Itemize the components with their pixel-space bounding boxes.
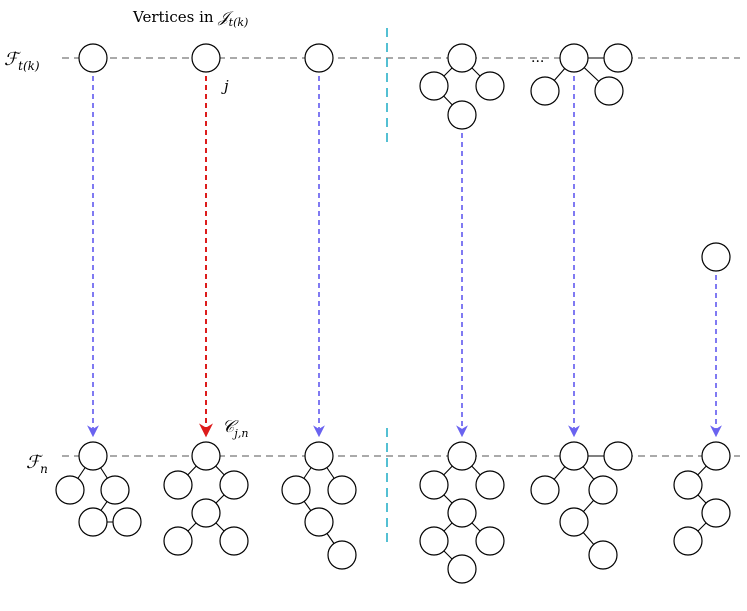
top-tree4-node	[475, 71, 505, 101]
bottom-tree1-node	[100, 475, 130, 505]
top-vertex-3	[304, 43, 334, 73]
bottom-tree2-node	[163, 526, 193, 556]
bottom-tree2-node	[163, 470, 193, 500]
bottom-tree5-node	[530, 475, 560, 505]
component-label: 𝒞j,n	[222, 417, 248, 440]
bottom-tree6-node	[673, 526, 703, 556]
row-label-top: ℱt(k)	[4, 49, 40, 73]
top-tree4-node	[447, 100, 477, 130]
bottom-forest	[55, 441, 731, 584]
bottom-tree4-node	[419, 526, 449, 556]
bottom-tree2-node	[191, 498, 221, 528]
top-tree5-root	[559, 43, 589, 73]
bottom-tree2-root	[191, 441, 221, 471]
top-forest	[78, 43, 731, 272]
bottom-tree1-node	[55, 475, 85, 505]
top-tree4-root	[447, 43, 477, 73]
top-tree5-node	[530, 76, 560, 106]
bottom-tree4-node	[475, 526, 505, 556]
bottom-tree4-node	[419, 470, 449, 500]
top-vertex-1	[78, 43, 108, 73]
bottom-tree4-node	[447, 498, 477, 528]
bottom-tree1-node	[78, 507, 108, 537]
bottom-tree4-root	[447, 441, 477, 471]
bottom-tree6-node	[673, 470, 703, 500]
bottom-tree4-node	[447, 554, 477, 584]
top-vertex-j	[191, 43, 221, 73]
bottom-tree5-root	[559, 441, 589, 471]
bottom-tree5-node	[603, 441, 633, 471]
top-tree5-node	[594, 76, 624, 106]
bottom-tree3-node	[304, 507, 334, 537]
bottom-tree1-root	[78, 441, 108, 471]
ellipsis: ...	[531, 50, 544, 66]
bottom-tree5-node	[588, 540, 618, 570]
bottom-tree3-node	[327, 475, 357, 505]
bottom-tree3-node	[327, 540, 357, 570]
bottom-tree3-root	[304, 441, 334, 471]
top-tree4-node	[419, 71, 449, 101]
top-caption: Vertices in 𝒥t(k)	[132, 8, 248, 29]
bottom-tree6-root	[701, 441, 731, 471]
bottom-tree5-node	[559, 507, 589, 537]
bottom-tree3-node	[281, 475, 311, 505]
new-vertex	[701, 242, 731, 272]
bottom-tree1-node	[112, 507, 142, 537]
row-label-bottom: ℱn	[26, 452, 48, 476]
top-tree5-node	[603, 43, 633, 73]
bottom-tree4-node	[475, 470, 505, 500]
bottom-tree5-node	[588, 475, 618, 505]
bottom-tree2-node	[219, 526, 249, 556]
bottom-tree2-node	[219, 470, 249, 500]
arrows	[87, 76, 722, 438]
vertex-label-j: j	[221, 77, 229, 95]
bottom-tree6-node	[701, 498, 731, 528]
